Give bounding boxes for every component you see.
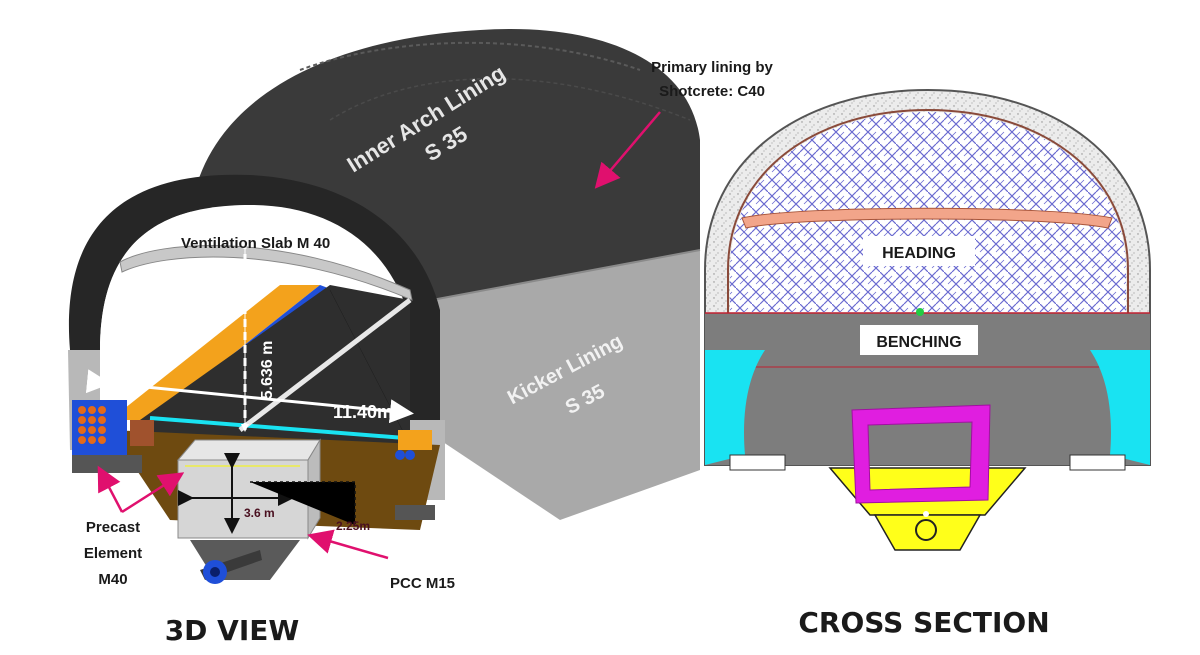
label-dim-duct: 3.6 m [244,506,275,520]
drain-circle [915,519,937,541]
title-cross-section: CROSS SECTION [798,606,1049,639]
label-precast-2: Element [84,545,142,562]
ventilation-slab [119,245,413,301]
arrow-primary-lining [594,111,661,189]
arrow-precast-1 [97,465,124,513]
title-3d-view: 3D VIEW [165,614,300,647]
cross-section-view: HEADING BENCHING CROSS SECTION [704,88,1151,639]
label-primary-lining-2: Shotcrete: C40 [659,83,765,100]
cyan-sidewall-right [1090,350,1150,465]
label-primary-lining-1: Primary lining by [651,59,773,76]
label-precast-3: M40 [98,571,127,588]
arrow-pcc [307,529,389,560]
label-precast-1: Precast [86,519,140,536]
cyan-sidewall-left [705,350,765,465]
label-dim-height: 5.636 m [259,341,276,400]
magenta-frame [851,404,991,504]
temporary-slab [741,207,1113,229]
benching-area [705,313,1150,465]
label-dim-width: 11.40m [333,402,393,422]
label-benching: BENCHING [876,334,961,351]
kicker-lining-right [432,250,700,520]
label-pcc: PCC M15 [390,575,455,592]
label-dim-duct-depth: 2.25m [336,519,370,533]
label-ventilation-slab: Ventilation Slab M 40 [181,235,330,252]
tunnel-3d-view: Inner Arch Lining S 35 Primary lining by… [68,28,774,647]
label-heading: HEADING [882,245,956,262]
duct-box [176,439,321,461]
arrow-precast-2 [121,472,185,514]
